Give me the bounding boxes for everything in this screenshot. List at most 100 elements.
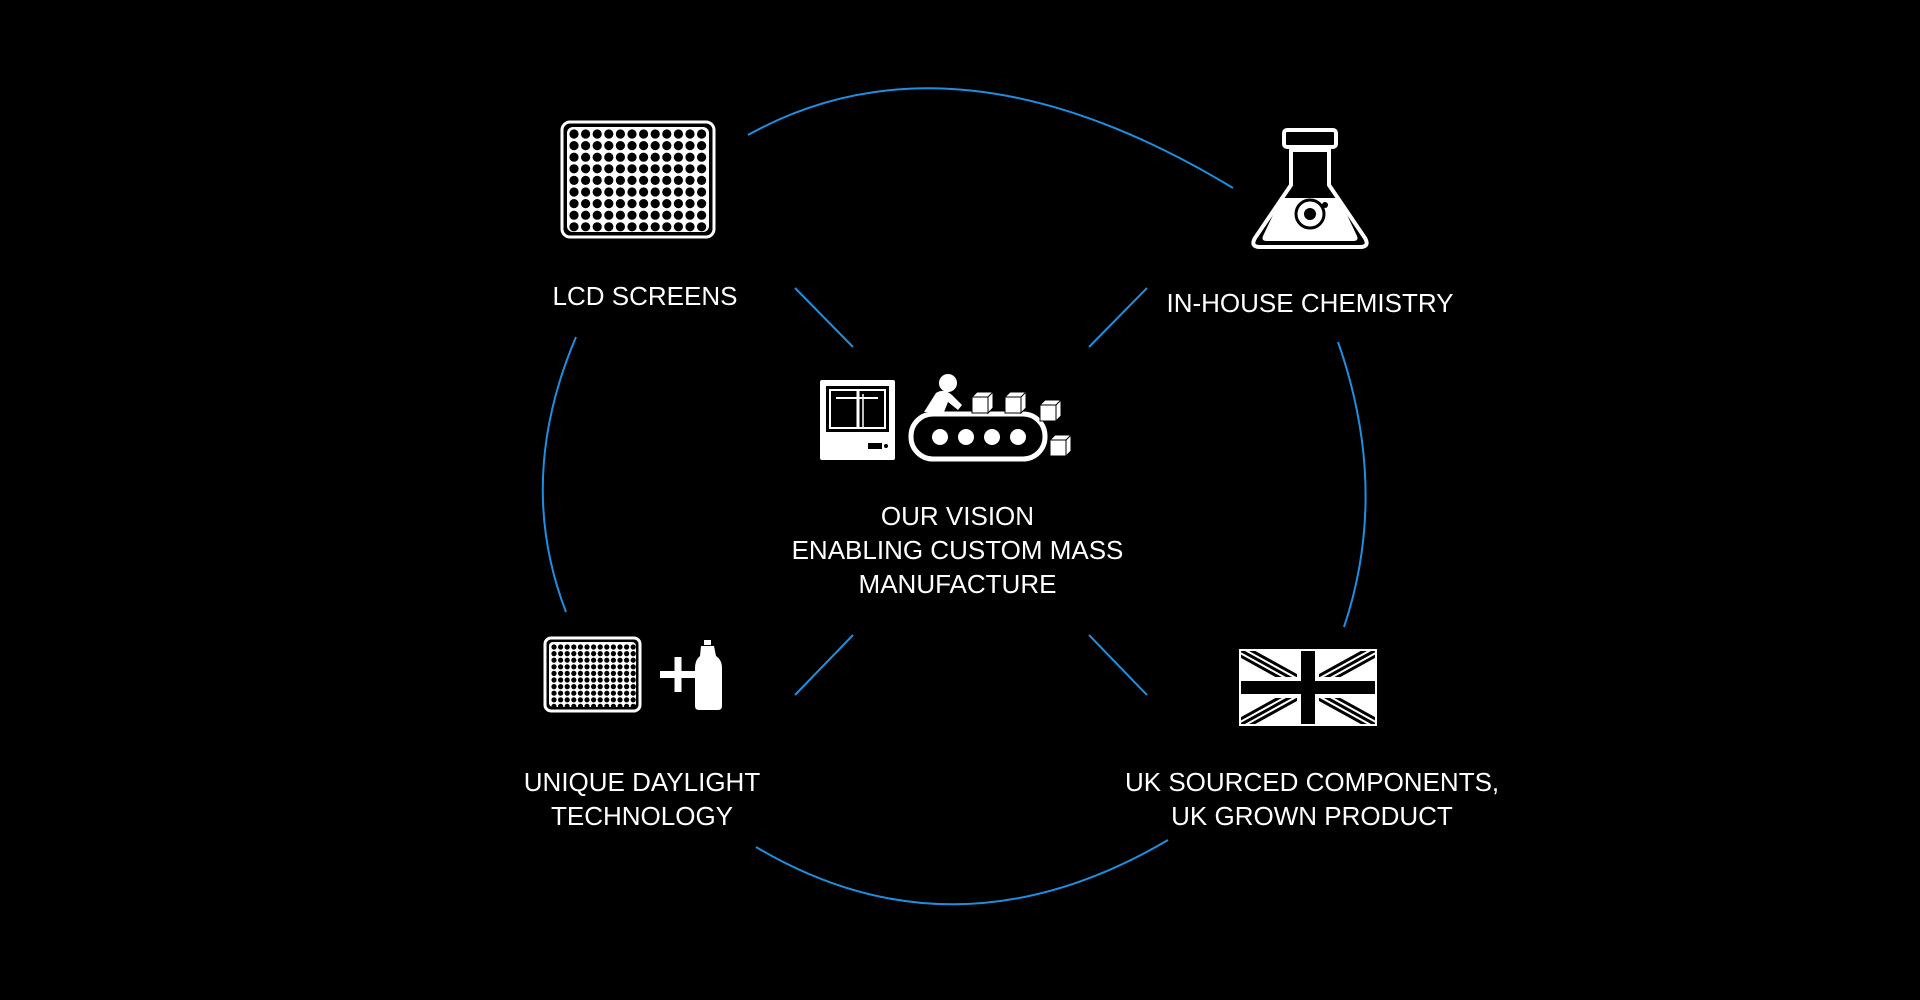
- lcd-pixel: [604, 690, 610, 696]
- lcd-pixel: [673, 187, 684, 197]
- lcd-pixel: [558, 651, 564, 657]
- center-label-line-2: ENABLING CUSTOM MASS: [791, 535, 1124, 565]
- lcd-pixel: [571, 690, 577, 696]
- lcd-pixel: [610, 690, 617, 696]
- lcd-pixel: [564, 651, 570, 657]
- lcd-pixel: [577, 670, 584, 677]
- lcd-pixel: [551, 684, 557, 690]
- lcd-pixel: [569, 187, 579, 197]
- lcd-pixel: [624, 651, 630, 657]
- lcd-pixel: [564, 664, 570, 670]
- lcd-pixel: [617, 657, 623, 663]
- lcd-pixel: [551, 644, 557, 650]
- lcd-pixel: [604, 129, 614, 139]
- lcd-pixel: [650, 141, 660, 151]
- lcd-pixel: [650, 222, 660, 232]
- lcd-pixel: [604, 703, 610, 710]
- lcd-pixel: [697, 210, 707, 220]
- lcd-pixel: [577, 690, 584, 696]
- lcd-pixel: [591, 651, 597, 657]
- lcd-pixel: [624, 644, 630, 650]
- lcd-pixel: [564, 697, 570, 703]
- lcd-pixel: [615, 141, 626, 151]
- lcd-pixel: [551, 670, 557, 677]
- lcd-pixel: [697, 175, 707, 185]
- lcd-pixel: [558, 657, 564, 663]
- lcd-pixel: [639, 222, 649, 232]
- daylight-label-line-2: TECHNOLOGY: [550, 801, 734, 831]
- lcd-pixel: [564, 684, 570, 690]
- lcd-pixel: [627, 164, 637, 174]
- lcd-pixel: [551, 690, 557, 696]
- lcd-pixel: [630, 697, 636, 703]
- lcd-pixel: [604, 657, 610, 663]
- lcd-pixel: [581, 210, 591, 220]
- lcd-pixel: [581, 175, 591, 185]
- lcd-pixel: [558, 697, 564, 703]
- spoke-daylight: [794, 634, 854, 696]
- lcd-pixel: [592, 222, 602, 232]
- lcd-pixel: [577, 644, 584, 650]
- lcd-plus-bottle-icon: [543, 636, 722, 713]
- lcd-pixel: [662, 210, 672, 220]
- lcd-pixel: [581, 164, 591, 174]
- lcd-pixel: [617, 703, 623, 710]
- lcd-pixel: [624, 703, 630, 710]
- lcd-pixel: [591, 664, 597, 670]
- lcd-pixel: [685, 141, 695, 151]
- lcd-pixel: [558, 670, 564, 677]
- lcd-pixel: [627, 199, 637, 209]
- lcd-pixel: [630, 657, 636, 663]
- lcd-pixel: [577, 677, 584, 683]
- lcd-pixel: [615, 175, 626, 185]
- lcd-pixel: [650, 210, 660, 220]
- lcd-pixel: [591, 684, 597, 690]
- lcd-pixel: [630, 684, 636, 690]
- lcd-pixel: [551, 651, 557, 657]
- lcd-pixel: [597, 690, 603, 696]
- chemistry-label-line-1: IN-HOUSE CHEMISTRY: [1166, 288, 1454, 318]
- lcd-pixel: [685, 129, 695, 139]
- lcd-pixel: [615, 129, 626, 139]
- lcd-pixel: [592, 199, 602, 209]
- lcd-pixel: [610, 664, 617, 670]
- lcd-pixel: [591, 703, 597, 710]
- lcd-pixel: [627, 141, 637, 151]
- lcd-pixel: [571, 644, 577, 650]
- lcd-pixel: [617, 677, 623, 683]
- lcd-pixel: [673, 152, 684, 162]
- lcd-pixel: [581, 199, 591, 209]
- lcd-pixel: [610, 703, 617, 710]
- lcd-pixel: [624, 684, 630, 690]
- lcd-pixel: [673, 222, 684, 232]
- lcd-pixel: [615, 152, 626, 162]
- lcd-pixel: [610, 644, 617, 650]
- lcd-pixel: [673, 175, 684, 185]
- lcd-pixel: [571, 684, 577, 690]
- lcd-pixel: [558, 690, 564, 696]
- lcd-pixel: [551, 664, 557, 670]
- uk-label-line-2: UK GROWN PRODUCT: [1171, 801, 1453, 831]
- lcd-pixel: [604, 670, 610, 677]
- lcd-pixel: [617, 670, 623, 677]
- lcd-pixel: [564, 670, 570, 677]
- lcd-pixel: [697, 222, 707, 232]
- lcd-pixel: [558, 664, 564, 670]
- lcd-pixel: [673, 129, 684, 139]
- lcd-pixel: [558, 644, 564, 650]
- lcd-pixel: [581, 222, 591, 232]
- lcd-pixel: [624, 697, 630, 703]
- lcd-pixel: [564, 690, 570, 696]
- lcd-pixel: [592, 152, 602, 162]
- lcd-pixel: [604, 677, 610, 683]
- lcd-pixel: [630, 677, 636, 683]
- lcd-pixel: [615, 210, 626, 220]
- lcd-pixel: [697, 152, 707, 162]
- lcd-pixel: [662, 187, 672, 197]
- lcd-pixel: [591, 697, 597, 703]
- lcd-pixel: [569, 210, 579, 220]
- lcd-pixel: [624, 657, 630, 663]
- lcd-pixel: [650, 199, 660, 209]
- lcd-pixel: [597, 697, 603, 703]
- lcd-pixel: [584, 690, 590, 696]
